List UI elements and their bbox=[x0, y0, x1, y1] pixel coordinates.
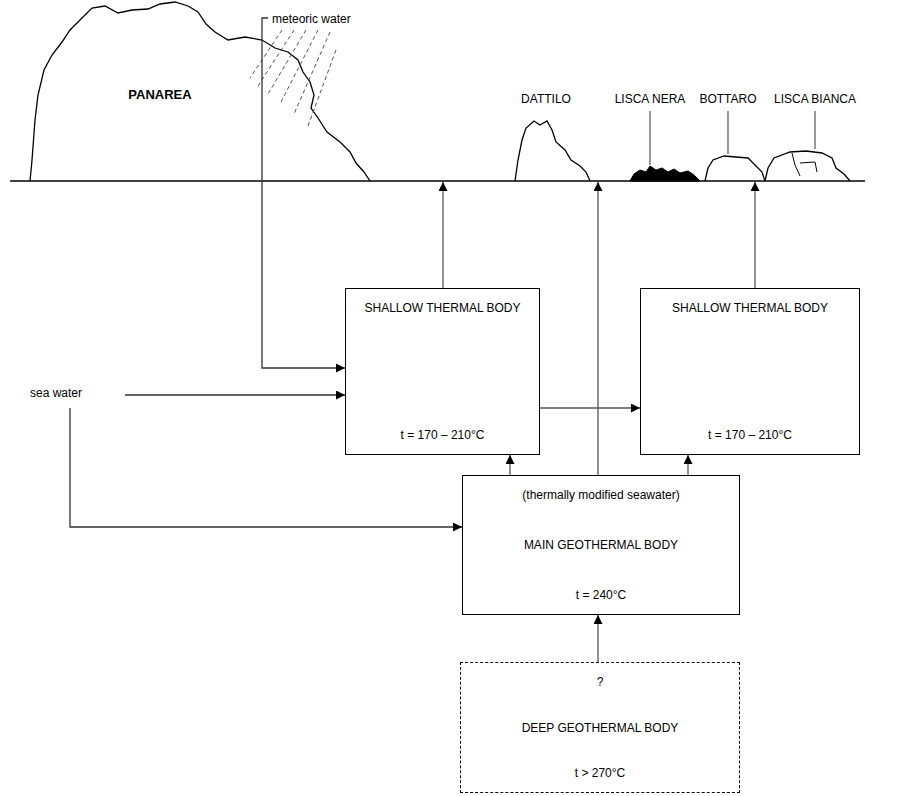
leader-line bbox=[650, 111, 651, 165]
flow-arrow bbox=[442, 182, 443, 288]
island-name: BOTTARO bbox=[699, 92, 756, 106]
flow-arrow bbox=[540, 407, 640, 408]
box-text: MAIN GEOTHERMAL BODY bbox=[524, 538, 678, 552]
box-text: t = 170 – 210°C bbox=[401, 428, 485, 442]
island-detail bbox=[792, 153, 817, 176]
box-text: t = 240°C bbox=[576, 588, 627, 602]
box-text: t = 170 – 210°C bbox=[708, 428, 792, 442]
thermal-body-box: SHALLOW THERMAL BODY t = 170 – 210°C bbox=[640, 288, 860, 455]
island-name: LISCA NERA bbox=[615, 92, 686, 106]
thermal-body-box: SHALLOW THERMAL BODY t = 170 – 210°C bbox=[345, 288, 540, 455]
island-name: DATTILO bbox=[521, 92, 571, 106]
leader-line bbox=[728, 111, 729, 154]
box-text: SHALLOW THERMAL BODY bbox=[672, 301, 828, 315]
island-outline bbox=[515, 121, 590, 181]
sea-level-line bbox=[10, 180, 865, 181]
island-name: PANAREA bbox=[128, 88, 191, 102]
island-name: LISCA BIANCA bbox=[774, 92, 856, 106]
flow-arrow bbox=[597, 615, 598, 662]
flow-arrow bbox=[687, 455, 688, 475]
box-text: (thermally modified seawater) bbox=[522, 488, 679, 502]
box-text: DEEP GEOTHERMAL BODY bbox=[522, 721, 679, 735]
island-outline bbox=[705, 156, 765, 181]
leader-line bbox=[815, 111, 816, 149]
thermal-body-box: (thermally modified seawater) MAIN GEOTHE… bbox=[462, 475, 740, 615]
island-outline bbox=[765, 151, 850, 181]
flow-label: meteoric water bbox=[272, 12, 351, 26]
box-text: ? bbox=[597, 675, 604, 689]
rain-hatching bbox=[250, 30, 336, 126]
flow-arrow bbox=[262, 18, 345, 368]
flow-arrow bbox=[125, 394, 345, 395]
flow-arrow bbox=[597, 182, 598, 475]
box-text: SHALLOW THERMAL BODY bbox=[364, 301, 520, 315]
thermal-body-box: ? DEEP GEOTHERMAL BODY t > 270°C bbox=[460, 662, 740, 793]
flow-label: sea water bbox=[30, 386, 82, 400]
flow-arrow bbox=[754, 182, 755, 288]
island-outline bbox=[30, 2, 370, 181]
rock-outline bbox=[630, 166, 700, 181]
flow-arrow bbox=[509, 455, 510, 475]
box-text: t > 270°C bbox=[575, 766, 626, 780]
